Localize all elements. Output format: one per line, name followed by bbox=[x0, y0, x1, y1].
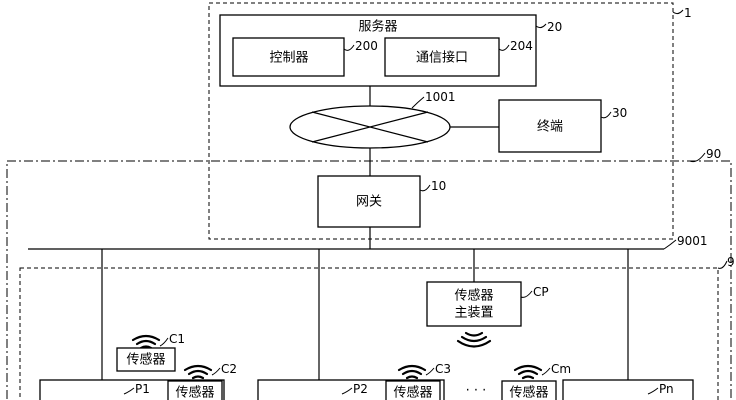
sensor-c2-box bbox=[167, 380, 223, 400]
sensor-c1-label: 传感器 bbox=[126, 352, 165, 368]
system-boundary-90 bbox=[6, 160, 732, 400]
ref-204: 204 bbox=[510, 39, 533, 53]
ref-1001: 1001 bbox=[425, 90, 456, 104]
sensor-cm-label: 传感器 bbox=[509, 385, 548, 400]
ref-cp: CP bbox=[533, 285, 549, 299]
ref-30: 30 bbox=[612, 106, 627, 120]
ref-9: 9 bbox=[727, 255, 735, 269]
sensor-main-label-2: 主装置 bbox=[454, 306, 493, 321]
sensor-c2-label: 传感器 bbox=[175, 385, 214, 400]
gateway-box bbox=[317, 175, 421, 228]
ref-c3: C3 bbox=[435, 362, 451, 376]
controller-label: 控制器 bbox=[269, 51, 308, 66]
wifi-icon-cp bbox=[456, 331, 492, 348]
ref-p2: P2 bbox=[353, 382, 368, 396]
pn-box bbox=[562, 379, 694, 400]
sensor-main-box bbox=[426, 281, 522, 327]
leader-lines bbox=[123, 9, 728, 395]
ref-p1: P1 bbox=[135, 382, 150, 396]
gateway-label: 网关 bbox=[356, 195, 382, 210]
ref-9001: 9001 bbox=[677, 234, 708, 248]
terminal-label: 终端 bbox=[537, 119, 563, 135]
sensor-c3-label: 传感器 bbox=[393, 385, 432, 400]
comm-interface-box bbox=[384, 37, 500, 77]
ref-c1: C1 bbox=[169, 332, 185, 346]
sensor-c3-box bbox=[385, 380, 441, 400]
comm-interface-label: 通信接口 bbox=[416, 50, 468, 66]
ref-90: 90 bbox=[706, 147, 721, 161]
ref-10: 10 bbox=[431, 179, 446, 193]
sensor-cm-box bbox=[501, 380, 557, 400]
sensor-main-label-1: 传感器 bbox=[454, 288, 493, 304]
wifi-icon-cm bbox=[513, 364, 543, 380]
server-label: 服务器 bbox=[358, 19, 397, 35]
ref-pn: Pn bbox=[659, 382, 674, 396]
system-boundary-9 bbox=[19, 267, 719, 400]
ref-20: 20 bbox=[547, 20, 562, 34]
terminal-box bbox=[498, 99, 602, 153]
ref-c2: C2 bbox=[221, 362, 237, 376]
network-cross-b bbox=[311, 111, 429, 143]
ref-cm: Cm bbox=[551, 362, 571, 376]
sensor-ellipsis: · · · bbox=[466, 384, 487, 399]
system-boundary-1 bbox=[208, 2, 674, 240]
controller-box bbox=[232, 37, 345, 77]
wifi-icon-c3 bbox=[397, 364, 427, 380]
ref-1: 1 bbox=[684, 6, 692, 20]
wifi-icon-c1 bbox=[131, 334, 161, 350]
wifi-icon-c2 bbox=[183, 364, 213, 380]
sensor-c1-box bbox=[116, 347, 176, 372]
ref-200: 200 bbox=[355, 39, 378, 53]
